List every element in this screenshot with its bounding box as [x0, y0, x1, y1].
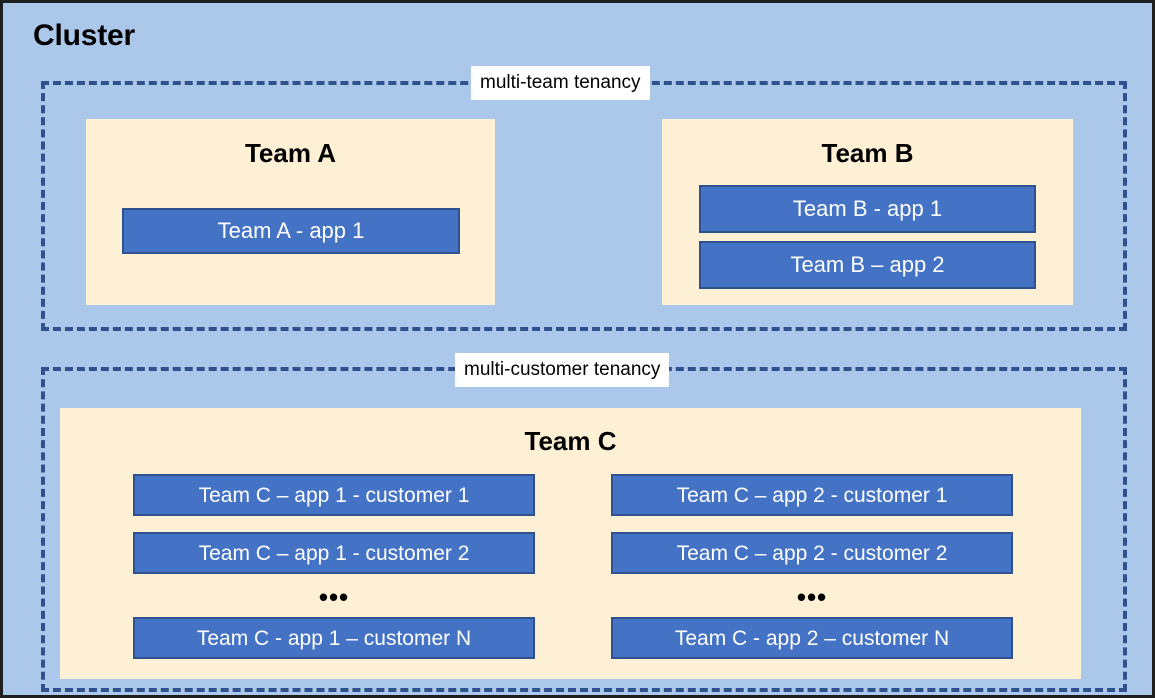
team-title-team-c: Team C: [524, 426, 617, 456]
app-box-team-c-app-1-customer-n[interactable]: Team C - app 1 – customer N: [133, 617, 535, 659]
team-box-team-a: Team A Team A - app 1: [86, 119, 495, 305]
app-box-team-c-app-1-customer-1[interactable]: Team C – app 1 - customer 1: [133, 474, 535, 516]
tenancy-label-multi-customer: multi-customer tenancy: [455, 353, 670, 387]
team-box-team-b: Team B Team B - app 1 Team B – app 2: [662, 119, 1073, 305]
team-box-team-c: Team C Team C – app 1 - customer 1 Team …: [60, 408, 1081, 679]
app-box-team-c-app-2-customer-2[interactable]: Team C – app 2 - customer 2: [611, 532, 1013, 574]
app-box-team-c-app-2-customer-1[interactable]: Team C – app 2 - customer 1: [611, 474, 1013, 516]
team-title-team-b: Team B: [821, 138, 914, 168]
app-box-team-b-app-1[interactable]: Team B - app 1: [699, 185, 1036, 233]
ellipsis-team-c-app-2: •••: [796, 582, 828, 612]
app-box-team-c-app-2-customer-n[interactable]: Team C - app 2 – customer N: [611, 617, 1013, 659]
ellipsis-team-c-app-1: •••: [318, 582, 350, 612]
team-title-team-a: Team A: [244, 138, 337, 168]
app-box-team-b-app-2[interactable]: Team B – app 2: [699, 241, 1036, 289]
app-box-team-a-app-1[interactable]: Team A - app 1: [122, 208, 460, 254]
app-box-team-c-app-1-customer-2[interactable]: Team C – app 1 - customer 2: [133, 532, 535, 574]
cluster-title: Cluster: [33, 19, 135, 52]
tenancy-label-multi-team: multi-team tenancy: [471, 66, 650, 100]
